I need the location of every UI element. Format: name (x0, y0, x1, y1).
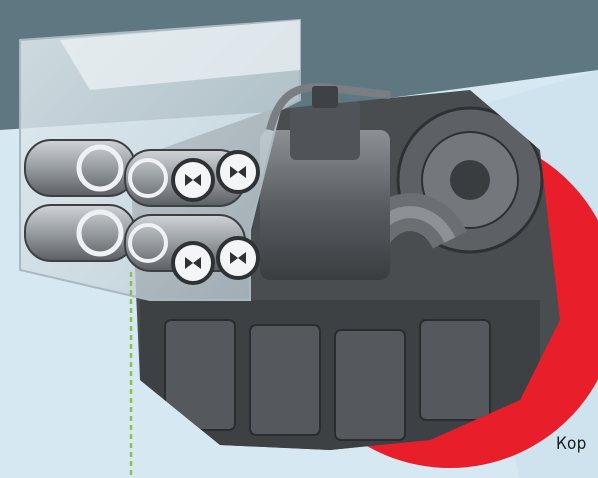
filter-housing-top (60, 20, 300, 90)
top-valve (312, 86, 338, 108)
caption-text: Кор (556, 434, 587, 454)
filter-cap-3 (171, 241, 215, 285)
filter-cap-2 (216, 150, 260, 194)
filter-cap-4 (216, 236, 260, 280)
filter-cap-1 (171, 158, 215, 202)
